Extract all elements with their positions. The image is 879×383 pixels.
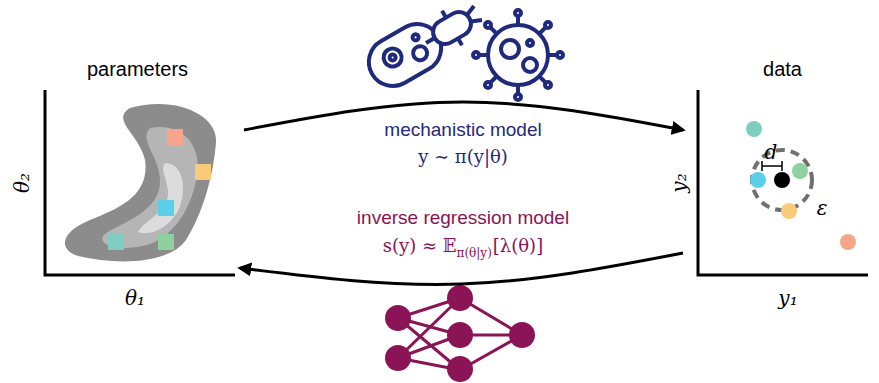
- panel-title: parameters: [45, 58, 230, 81]
- axis-label: θ₂: [11, 173, 33, 193]
- sample-square: [108, 234, 124, 250]
- sample-square: [167, 129, 183, 145]
- plot-panel: data: [695, 58, 870, 278]
- posterior-outer: [65, 104, 216, 261]
- observed-point: [774, 172, 790, 188]
- posterior-middle: [102, 127, 197, 248]
- summary-formula: s(y) ≈ 𝔼π(θ|y)[λ(θ)]: [383, 235, 543, 256]
- model-formula: y ∼ π(y|θ): [418, 147, 508, 167]
- neural-network-icon: [385, 285, 535, 382]
- data-point: [781, 203, 797, 219]
- distance-label: d: [765, 141, 778, 163]
- summary-formula: s(y) ≈ 𝔼: [383, 235, 457, 256]
- tolerance-label: ε: [817, 197, 828, 219]
- sample-square: [195, 164, 211, 180]
- axes: [698, 90, 868, 275]
- data-point: [792, 163, 808, 179]
- summary-formula: [λ(θ)]: [493, 235, 543, 256]
- data-point: [750, 172, 766, 188]
- axis-label: y₁: [778, 287, 797, 309]
- edge-label: mechanistic model: [384, 120, 541, 141]
- plot-panel: parameters: [45, 58, 230, 278]
- data-point: [746, 121, 762, 137]
- panel-title: data: [695, 58, 870, 81]
- axis-label: θ₁: [125, 287, 145, 309]
- axis-label: y₂: [668, 173, 690, 192]
- axes: [45, 90, 235, 275]
- posterior-inner: [138, 163, 183, 233]
- sample-square: [158, 234, 174, 250]
- expectation-subscript: π(θ|y): [457, 246, 492, 260]
- data-point: [840, 234, 856, 250]
- edge-label: inverse regression model: [357, 208, 569, 229]
- sample-square: [158, 200, 174, 216]
- microbe-icons: [360, 0, 563, 100]
